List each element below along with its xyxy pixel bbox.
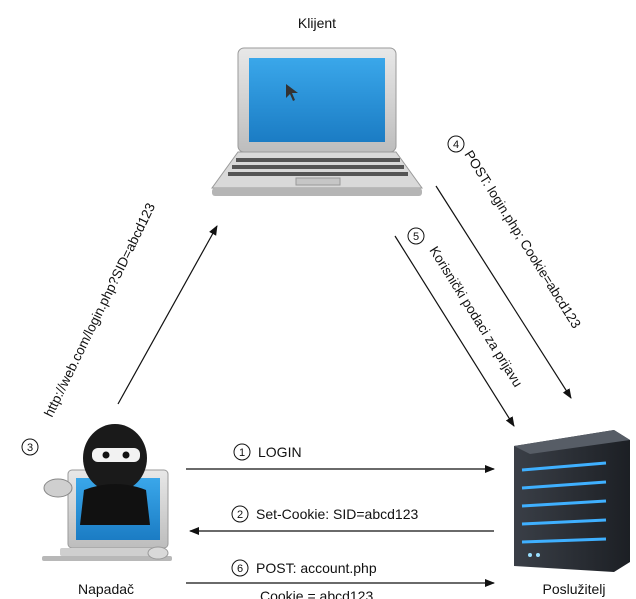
server: Poslužitelj bbox=[514, 430, 630, 597]
step-5-text: Korisnički podaci za prijavu bbox=[426, 244, 525, 390]
step-1-badge bbox=[233, 443, 251, 461]
server-icon bbox=[514, 430, 630, 572]
step-3-text: http://web.com/login.php?SID=abcd123 bbox=[41, 201, 158, 420]
step-3-arrow bbox=[117, 225, 218, 405]
step-4-badge bbox=[447, 135, 465, 153]
laptop-screen bbox=[249, 58, 385, 142]
step-5-badge bbox=[407, 227, 425, 245]
cursor-icon bbox=[286, 84, 298, 101]
step-2-text: Set-Cookie: SID=abcd123 bbox=[256, 506, 418, 522]
step-3: 3 http://web.com/login.php?SID=abcd123 bbox=[21, 201, 218, 456]
svg-text:4: 4 bbox=[453, 139, 459, 151]
svg-text:2: 2 bbox=[237, 509, 243, 521]
svg-text:5: 5 bbox=[413, 231, 419, 243]
attacker: Napadač bbox=[42, 424, 172, 597]
attacker-label: Napadač bbox=[78, 581, 134, 597]
step-2: 2 Set-Cookie: SID=abcd123 bbox=[189, 505, 494, 535]
step-1: 1 LOGIN bbox=[186, 443, 495, 473]
step-4-arrow bbox=[435, 185, 572, 399]
hacker-icon bbox=[42, 424, 172, 561]
server-label: Poslužitelj bbox=[542, 581, 605, 597]
step-1-text: LOGIN bbox=[258, 444, 302, 460]
step-3-badge bbox=[21, 438, 39, 456]
step-5: 5 Korisnički podaci za prijavu bbox=[394, 227, 525, 427]
client-label: Klijent bbox=[298, 15, 336, 31]
step-6-text: POST: account.php bbox=[256, 560, 377, 576]
step-6-badge bbox=[231, 559, 249, 577]
svg-text:1: 1 bbox=[239, 447, 245, 459]
step-6-text-line2: Cookie = abcd123 bbox=[260, 588, 373, 599]
step-4-text: POST: login.php; Cookie=abcd123 bbox=[461, 148, 583, 331]
svg-text:6: 6 bbox=[237, 563, 243, 575]
laptop-icon bbox=[211, 47, 423, 196]
step-5-arrow bbox=[394, 235, 515, 427]
step-6: 6 POST: account.php Cookie = abcd123 bbox=[186, 559, 495, 599]
client-laptop: Klijent bbox=[211, 15, 423, 196]
step-2-badge bbox=[231, 505, 249, 523]
svg-text:3: 3 bbox=[27, 442, 33, 454]
